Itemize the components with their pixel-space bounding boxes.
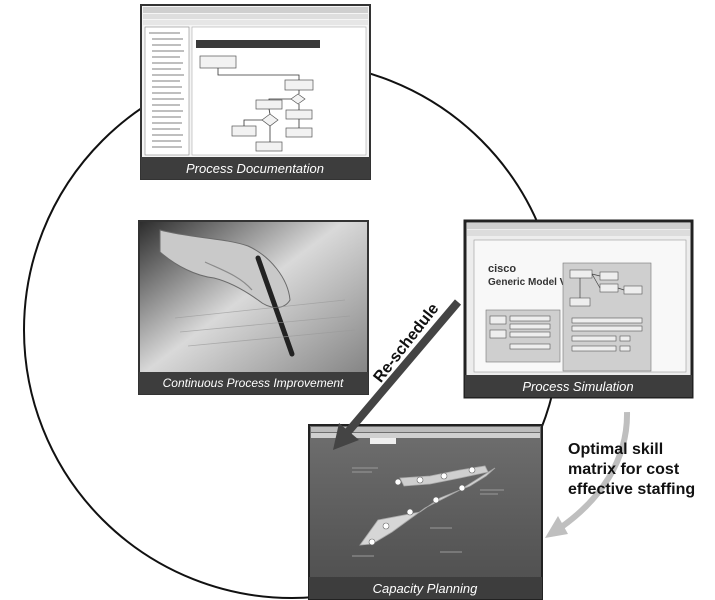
staffing-label-line-2: matrix for cost: [568, 461, 680, 478]
simulation-panel: cisco Generic Model V2 Process Simulatio…: [463, 219, 694, 399]
simulation-model-title: Generic Model V2: [488, 277, 572, 288]
documentation-caption: Process Documentation: [186, 161, 324, 176]
reschedule-label: Re-schedule: [370, 300, 442, 386]
simulation-caption: Process Simulation: [522, 379, 633, 394]
staffing-label-line-3: effective staffing: [568, 481, 696, 498]
staffing-label: Optimal skill matrix for cost effective …: [568, 440, 715, 500]
staffing-label-line-1: Optimal skill: [568, 441, 664, 458]
capacity-caption: Capacity Planning: [373, 581, 479, 596]
capacity-panel: Capacity Planning: [308, 424, 543, 600]
staffing-arrow: [545, 411, 631, 538]
improvement-panel: Continuous Process Improvement: [138, 220, 369, 395]
improvement-caption: Continuous Process Improvement: [163, 376, 344, 390]
reschedule-arrow: [333, 299, 462, 450]
simulation-logo: cisco: [488, 263, 516, 275]
documentation-panel: Process Documentation: [140, 4, 371, 180]
pen-shape: [255, 255, 295, 357]
